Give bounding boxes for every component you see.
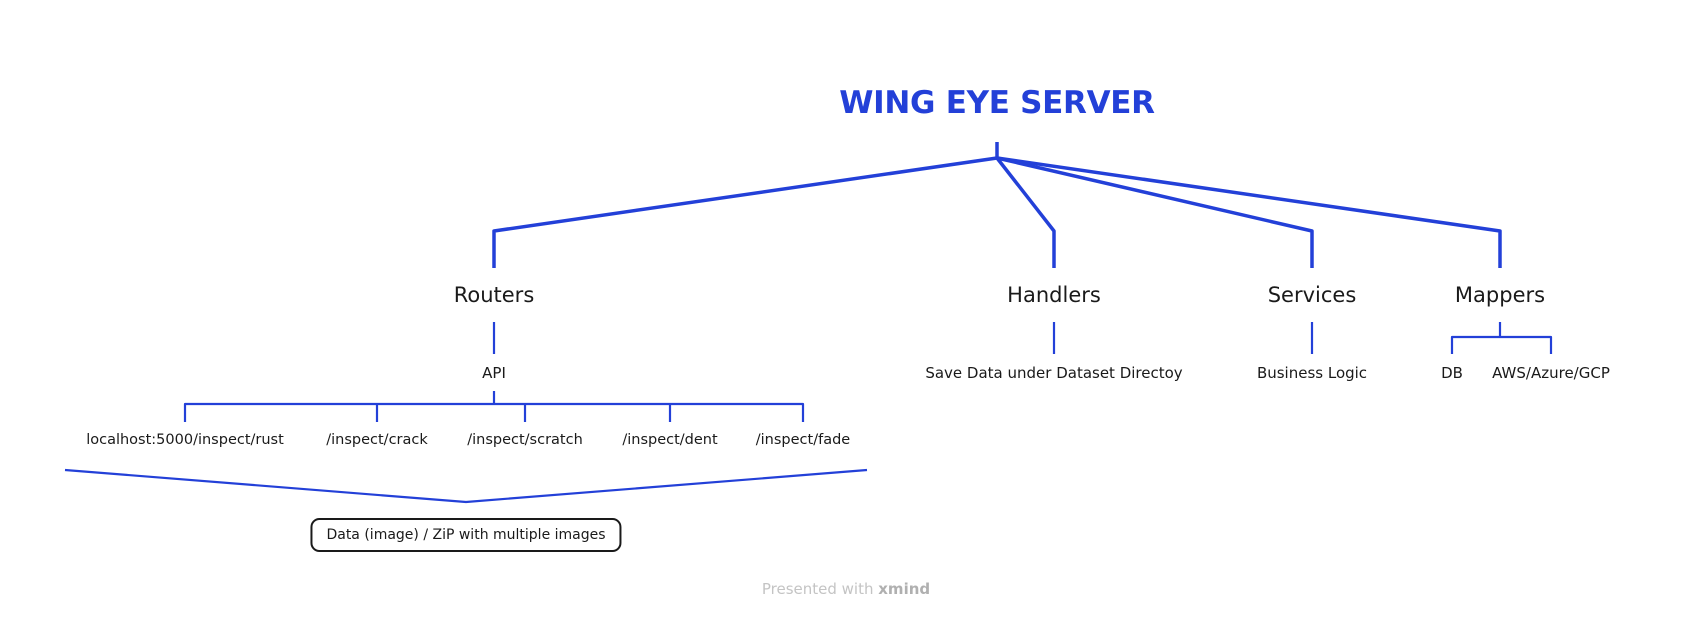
topic-services[interactable]: Services bbox=[1267, 283, 1357, 307]
topic-handlers[interactable]: Handlers bbox=[1007, 283, 1101, 307]
connector-mappers bbox=[996, 156, 1502, 268]
summary-topic[interactable]: Data (image) / ZiP with multiple images bbox=[310, 518, 622, 552]
connector-endpoints-bar bbox=[183, 402, 805, 422]
footer-prefix: Presented with bbox=[761, 580, 879, 598]
topic-mappers[interactable]: Mappers bbox=[1454, 283, 1546, 307]
footer-credit: Presented with xmind bbox=[762, 580, 930, 598]
topic-routers[interactable]: Routers bbox=[453, 283, 535, 307]
topic-db[interactable]: DB bbox=[1441, 364, 1463, 382]
connector-mappers-children bbox=[1450, 335, 1553, 354]
topic-cloud[interactable]: AWS/Azure/GCP bbox=[1492, 364, 1610, 382]
connector-services bbox=[996, 156, 1314, 268]
topic-save-data[interactable]: Save Data under Dataset Directoy bbox=[925, 364, 1183, 382]
endpoint-scratch[interactable]: /inspect/scratch bbox=[467, 432, 583, 448]
endpoint-dent[interactable]: /inspect/dent bbox=[622, 432, 718, 448]
endpoint-rust[interactable]: localhost:5000/inspect/rust bbox=[86, 432, 284, 448]
xmind-logo: xmind bbox=[878, 580, 931, 598]
connector-routers bbox=[492, 156, 998, 268]
root-topic[interactable]: WING EYE SERVER bbox=[839, 85, 1155, 121]
topic-business-logic[interactable]: Business Logic bbox=[1256, 364, 1368, 382]
topic-api[interactable]: API bbox=[482, 364, 506, 382]
summary-brace bbox=[64, 468, 868, 504]
connector-handlers bbox=[995, 156, 1056, 268]
endpoint-crack[interactable]: /inspect/crack bbox=[326, 432, 428, 448]
endpoint-fade[interactable]: /inspect/fade bbox=[755, 432, 851, 448]
